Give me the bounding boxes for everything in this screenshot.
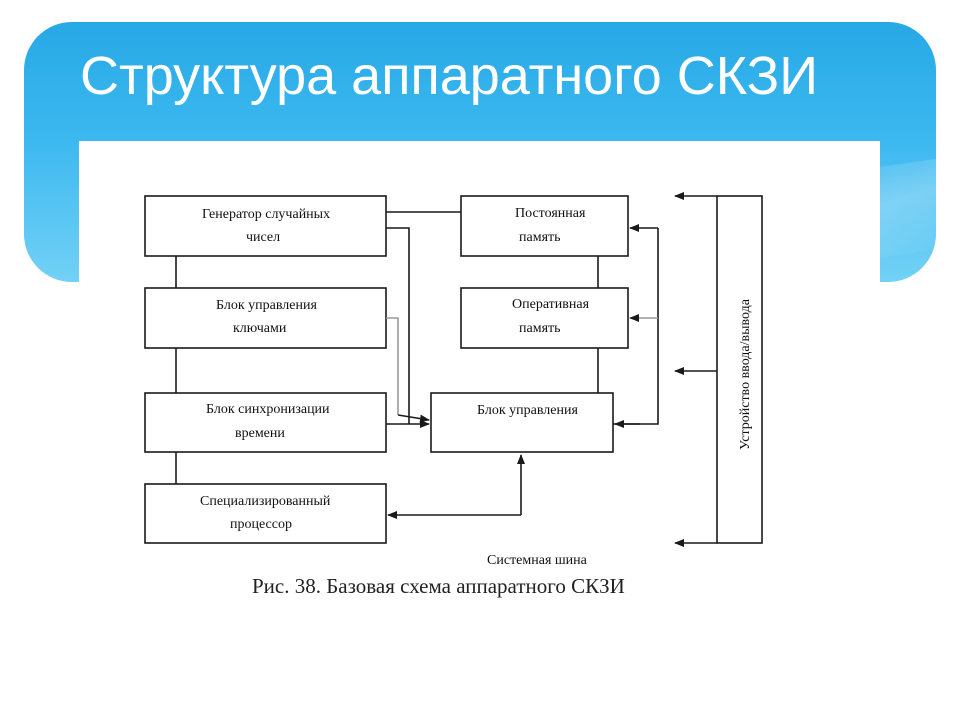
block-rng: Генератор случайных чисел xyxy=(144,195,387,257)
block-io-device-label: Устройство ввода/вывода xyxy=(738,298,753,450)
block-key-management-label-1: Блок управления xyxy=(216,298,317,313)
connector-rng-control xyxy=(386,227,410,424)
block-control: Блок управления xyxy=(430,392,614,453)
block-time-sync: Блок синхронизации времени xyxy=(144,392,387,453)
figure-caption: Рис. 38. Базовая схема аппаратного СКЗИ xyxy=(252,574,625,598)
block-key-management-label-2: ключами xyxy=(233,321,287,336)
block-control-label: Блок управления xyxy=(477,403,578,418)
block-key-management: Блок управления ключами xyxy=(144,287,387,349)
block-ram: Оперативная память xyxy=(460,287,629,349)
block-ram-label-1: Оперативная xyxy=(512,297,590,312)
block-processor-label-1: Специализированный xyxy=(200,494,331,509)
arrow-into-control-upper xyxy=(397,414,430,423)
block-time-sync-label-2: времени xyxy=(235,426,285,441)
block-rom-label-2: память xyxy=(519,230,561,245)
block-time-sync-label-1: Блок синхронизации xyxy=(206,402,330,417)
slide-title: Структура аппаратного СКЗИ xyxy=(80,46,819,106)
block-rng-label-2: чисел xyxy=(246,230,280,245)
connector-key-control xyxy=(386,317,399,415)
system-bus-label: Системная шина xyxy=(487,553,588,568)
block-rom-label-1: Постоянная xyxy=(515,206,586,221)
block-rng-label-1: Генератор случайных xyxy=(202,207,330,222)
block-ram-label-2: память xyxy=(519,321,561,336)
block-processor: Специализированный процессор xyxy=(144,483,387,544)
block-processor-label-2: процессор xyxy=(230,517,292,532)
block-io-device: Устройство ввода/вывода xyxy=(716,195,763,544)
block-rom: Постоянная память xyxy=(460,195,629,257)
